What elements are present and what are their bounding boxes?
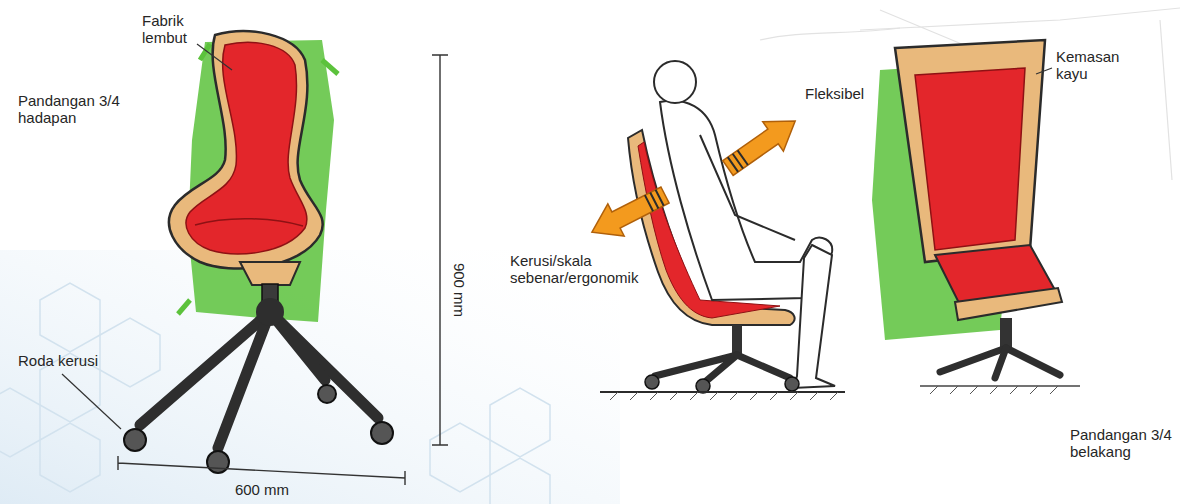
head-outline (654, 61, 696, 103)
gas-cylinder (732, 325, 742, 355)
hex-background (0, 8, 1180, 504)
hex-cell (40, 283, 100, 352)
leader-line (62, 374, 121, 429)
movement-arrow (718, 106, 806, 183)
arrow-hatch (645, 190, 664, 211)
chair-wheel (371, 422, 393, 444)
chair-wheel (785, 377, 799, 391)
movement-arrow (584, 179, 673, 248)
ergonomic-figure (584, 61, 845, 400)
leader-line (197, 44, 232, 70)
hex-cell (40, 423, 100, 492)
base-leg (737, 355, 790, 378)
base-leg (1006, 348, 1060, 375)
ground-hatch (610, 392, 838, 400)
ground-line (920, 385, 1080, 387)
dimension-label: 900 mm (450, 263, 467, 317)
dimension-line (118, 456, 405, 485)
base-leg (270, 312, 378, 418)
hex-cell (490, 388, 550, 457)
note-label: Kerusi/skala sebenar/ergonomik (510, 252, 648, 287)
fabric-fold (195, 219, 303, 226)
front-view-chair (62, 31, 448, 485)
wood-shell (169, 31, 323, 268)
chair-wheel (207, 451, 229, 473)
dimension-line (432, 55, 448, 445)
gas-cylinder (1000, 318, 1012, 348)
leader-line (1036, 68, 1052, 74)
part-label: Fabrik lembut (142, 12, 204, 47)
dimension-label: 600 mm (235, 481, 289, 498)
hex-cell (430, 423, 490, 492)
view-label: Pandangan 3/4 belakang (1070, 426, 1175, 461)
chair-wheel (124, 429, 146, 451)
red-fabric (915, 68, 1025, 250)
red-fabric (186, 42, 307, 254)
arrow-shape (584, 179, 673, 248)
view-label: Pandangan 3/4 hadapan (18, 92, 123, 127)
part-label: Roda kerusi (18, 352, 118, 369)
seat-wood (955, 288, 1062, 320)
wood-frame (895, 40, 1045, 262)
back-view-chair (872, 40, 1080, 394)
base-leg (705, 355, 737, 382)
base-leg (218, 312, 270, 448)
part-label: Kemasan kayu (1056, 48, 1128, 83)
hex-cell (490, 458, 550, 504)
arrow-hatch (728, 150, 748, 172)
chair-wheel (696, 379, 710, 393)
leg-outline (793, 245, 835, 388)
hex-cell (0, 388, 40, 457)
sketch-guide-line (760, 28, 900, 40)
ground-hatch (930, 386, 1058, 394)
arrow-shape (718, 106, 806, 183)
motion-label: Fleksibel (805, 85, 864, 102)
base-hub (256, 298, 284, 326)
base-leg (995, 348, 1006, 378)
hex-cell (100, 318, 160, 387)
chair-wheel (645, 375, 659, 389)
seat-mount (240, 262, 300, 285)
chair-wheel (318, 385, 336, 403)
